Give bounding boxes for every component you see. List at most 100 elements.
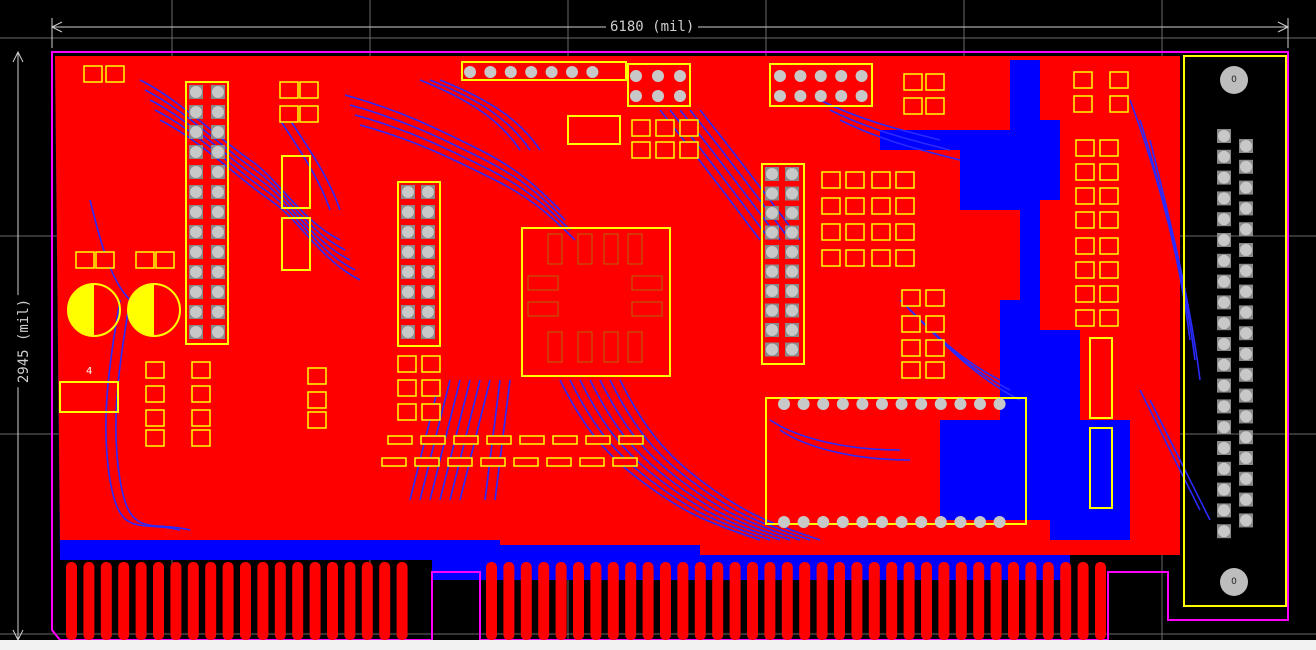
pad-hole bbox=[212, 126, 224, 138]
smd-pad bbox=[1099, 139, 1119, 157]
pad-hole bbox=[766, 285, 778, 297]
smd-pad bbox=[397, 355, 417, 373]
smd-pad bbox=[1075, 237, 1095, 255]
smd-pad bbox=[145, 409, 165, 427]
pad-hole bbox=[766, 324, 778, 336]
pad-hole bbox=[974, 516, 986, 528]
pad-hole bbox=[876, 516, 888, 528]
header-top-mid-outline bbox=[627, 63, 691, 107]
edge-finger bbox=[816, 562, 828, 640]
smd-pad bbox=[871, 249, 891, 267]
pad-hole bbox=[190, 106, 202, 118]
smd-pad bbox=[421, 355, 441, 373]
pad-hole bbox=[630, 70, 642, 82]
edge-finger bbox=[240, 562, 251, 640]
pad-hole bbox=[190, 326, 202, 338]
smd-pad bbox=[105, 65, 125, 83]
sot2-outline bbox=[1089, 427, 1113, 509]
pad-hole bbox=[1218, 275, 1230, 288]
edge-finger bbox=[396, 562, 408, 640]
smd-pad bbox=[871, 171, 891, 189]
pad-hole bbox=[1240, 431, 1252, 444]
pad-hole bbox=[190, 286, 202, 298]
pad-hole bbox=[1218, 192, 1230, 205]
edge-finger bbox=[486, 562, 497, 640]
smd-pad bbox=[1099, 211, 1119, 229]
edge-finger bbox=[83, 562, 95, 640]
pad-hole bbox=[190, 266, 202, 278]
smd-pad bbox=[1075, 163, 1095, 181]
pad-hole bbox=[1240, 410, 1252, 423]
edge-finger bbox=[851, 562, 863, 640]
edge-finger bbox=[1060, 562, 1072, 640]
smd-pad bbox=[299, 81, 319, 99]
edge-finger bbox=[274, 562, 286, 640]
edge-finger bbox=[66, 562, 77, 640]
smd-pad bbox=[901, 339, 921, 357]
pad-hole bbox=[817, 398, 830, 410]
smd-pad bbox=[299, 105, 319, 123]
pad-hole bbox=[1218, 338, 1230, 350]
pad-hole bbox=[836, 516, 849, 528]
ic-small2-outline bbox=[281, 217, 311, 271]
pad-hole bbox=[190, 306, 202, 318]
qfp-chip-outline bbox=[521, 227, 671, 377]
pad-hole bbox=[212, 326, 224, 338]
pad-hole bbox=[1240, 202, 1252, 215]
smd-pad bbox=[925, 73, 945, 91]
smd-pad bbox=[546, 457, 572, 467]
smd-pad bbox=[895, 197, 915, 215]
smd-pad bbox=[821, 171, 841, 189]
pad-hole bbox=[212, 146, 224, 158]
smd-pad bbox=[1099, 163, 1119, 181]
crystal-outline bbox=[567, 115, 621, 145]
pad-hole bbox=[464, 66, 476, 78]
edge-finger bbox=[292, 562, 304, 640]
pad-hole bbox=[993, 516, 1006, 528]
pad-hole bbox=[1240, 285, 1252, 298]
pad-hole bbox=[1240, 472, 1252, 485]
smd-pad bbox=[1109, 71, 1129, 89]
edge-finger bbox=[1042, 562, 1054, 640]
pad-hole bbox=[1218, 130, 1230, 142]
edge-connector-fingers bbox=[66, 562, 1106, 640]
smd-pad bbox=[145, 385, 165, 403]
smd-pad bbox=[901, 315, 921, 333]
edge-finger bbox=[135, 562, 147, 640]
pad-hole bbox=[422, 326, 434, 338]
edge-finger bbox=[118, 562, 130, 640]
pad-hole bbox=[1218, 400, 1230, 413]
smd-pad bbox=[95, 251, 115, 269]
pad-hole bbox=[856, 516, 869, 528]
smd-pad bbox=[421, 379, 441, 397]
smd-pad bbox=[420, 435, 446, 445]
smd-pad bbox=[397, 403, 417, 421]
smd-pad bbox=[191, 385, 211, 403]
smd-pad bbox=[421, 403, 441, 421]
pad-hole bbox=[794, 90, 807, 102]
header-j3-outline bbox=[761, 163, 805, 365]
pad-hole bbox=[674, 70, 686, 82]
edge-finger bbox=[573, 562, 584, 640]
pad-hole bbox=[1218, 379, 1230, 392]
pad-hole bbox=[856, 398, 869, 410]
pad-hole bbox=[766, 168, 778, 180]
pad-hole bbox=[484, 66, 497, 78]
edge-finger bbox=[100, 562, 112, 640]
edge-finger bbox=[153, 562, 164, 640]
edge-finger bbox=[1008, 562, 1019, 640]
smd-pad bbox=[447, 457, 473, 467]
pad-hole bbox=[212, 206, 224, 218]
regulator-ref-label: 4 bbox=[86, 366, 93, 377]
pad-hole bbox=[1218, 483, 1230, 496]
pad-hole bbox=[212, 246, 224, 258]
smd-pad bbox=[871, 223, 891, 241]
pad-hole bbox=[1218, 254, 1230, 267]
smd-pad bbox=[925, 315, 945, 333]
pad-hole bbox=[1240, 264, 1252, 277]
pad-hole bbox=[422, 286, 434, 298]
pad-hole bbox=[1240, 368, 1252, 381]
mount-hole-top-label: 0 bbox=[1231, 75, 1237, 85]
